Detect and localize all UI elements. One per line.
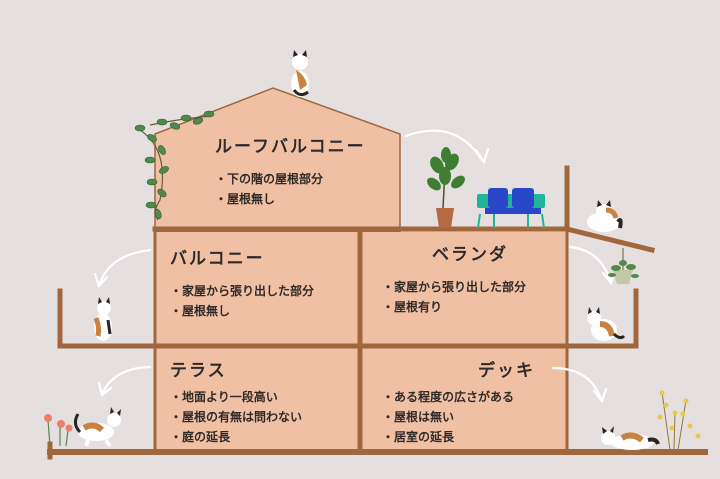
cat-icon-terrace [73,407,121,448]
section-balcony: バルコニー 家屋から張り出した部分 屋根無し [170,244,314,321]
cat-icon-deck [601,426,660,450]
section-title: ベランダ [432,245,509,265]
yellow-flower-icon [657,390,701,451]
bullet-item: 下の階の屋根部分 [215,169,366,189]
hanging-plant-icon [608,248,639,284]
bullet-item: 家屋から張り出した部分 [382,277,526,297]
structure-lines [47,165,708,460]
cat-icon-roof [291,50,309,97]
bullet-item: 地面より一段高い [170,387,302,407]
bullet-item: 屋根無し [170,301,314,321]
bullet-item: 家屋から張り出した部分 [170,281,314,301]
section-terrace: テラス 地面より一段高い 屋根の有無は問わない 庭の延長 [170,356,302,447]
bullet-item: ある程度の広さがある [382,387,535,407]
cat-icon-veranda-top [587,200,623,232]
bullet-item: 屋根有り [382,297,526,317]
bullet-item: 屋根は無い [382,407,535,427]
section-title: テラス [170,361,227,381]
bullet-item: 居室の延長 [382,427,535,447]
fiddle-leaf-plant-icon [427,147,465,228]
section-title: バルコニー [170,249,265,269]
cat-icon-veranda [587,307,626,341]
bullet-item: 屋根無し [215,189,366,209]
section-title: ルーフバルコニー [215,137,366,157]
section-deck: デッキ ある程度の広さがある 屋根は無い 居室の延長 [382,356,535,447]
sofa-icon [477,188,545,229]
flower-icon [44,414,73,447]
bullet-item: 庭の延長 [170,427,302,447]
bullet-item: 屋根の有無は問わない [170,407,302,427]
cat-icon-balcony [93,297,112,341]
section-title: デッキ [478,361,535,381]
ivy-plant-icon [134,110,215,221]
section-roof-balcony: ルーフバルコニー 下の階の屋根部分 屋根無し [215,132,366,209]
section-veranda: ベランダ 家屋から張り出した部分 屋根有り [382,240,526,317]
